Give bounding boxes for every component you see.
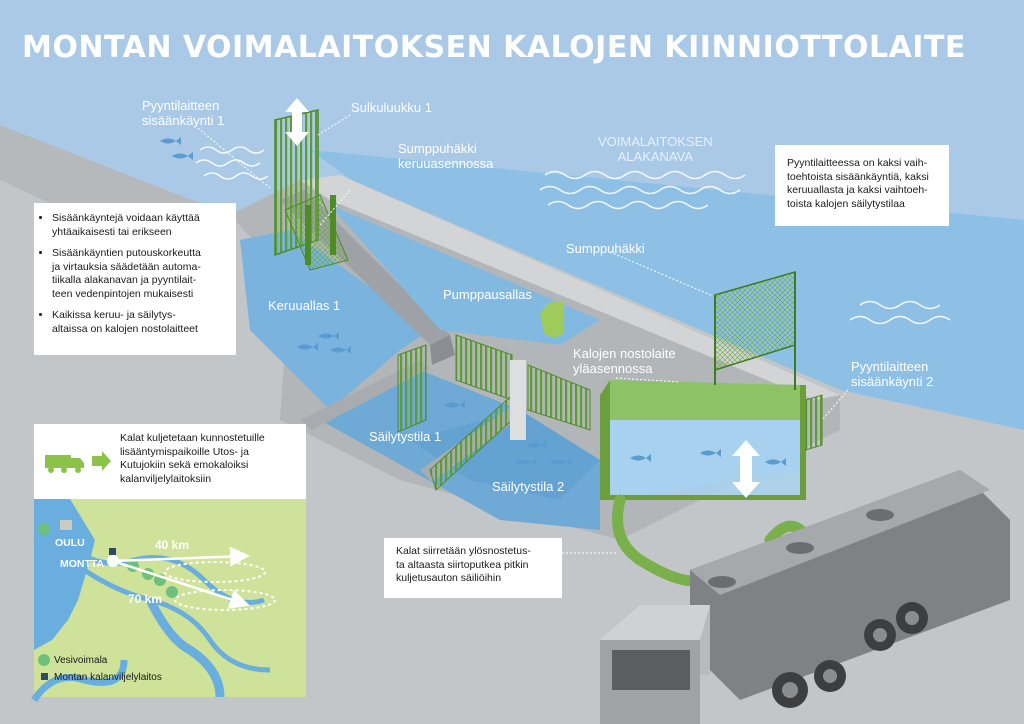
info-right-text: Pyyntilaitteessa on kaksi vaih- toehtois… (787, 157, 929, 210)
waves-left (195, 146, 269, 180)
map-montta: MONTTA (60, 558, 105, 570)
pump-pipe (540, 301, 564, 337)
map-distance-40: 40 km (155, 538, 190, 552)
legend-hydro-label: Vesivoimala (54, 655, 108, 666)
label-pump-pool: Pumppausallas (443, 287, 532, 302)
entrance2-gate (805, 394, 823, 451)
label-sump: Sumppuhäkki (566, 241, 645, 256)
info-left-item: Sisäänkäyntien putouskorkeutta ja virtau… (52, 247, 234, 301)
transfer-hose (612, 494, 706, 587)
transport-text: Kalat kuljetetaan kunnostetuille lisäänt… (120, 432, 265, 485)
legend-farm: Montan kalanviljelylaitos (40, 672, 162, 683)
map-oulu: OULU (55, 537, 85, 549)
pool1-water (240, 230, 430, 410)
map-distance-70: 70 km (128, 592, 163, 606)
transfer-text: Kalat siirretään ylösnostetus- ta altaas… (396, 545, 531, 584)
info-left-item: Kaikissa keruu- ja säilytys- altaissa on… (52, 309, 234, 336)
route-map (31, 499, 306, 703)
truck-icon (45, 451, 111, 473)
storage-gate-4 (527, 364, 591, 431)
label-canal: VOIMALAITOKSEN ALAKANAVA (598, 134, 713, 164)
label-lift-up: Kalojen nostolaite yläasennossa (573, 346, 676, 376)
transfer-box (384, 538, 562, 598)
legend-hydro: Vesivoimala (40, 655, 107, 666)
page-title: MONTAN VOIMALAITOKSEN KALOJEN KIINNIOTTO… (22, 30, 966, 65)
label-sump-collect: Sumppuhäkki keruuasennossa (398, 141, 494, 171)
info-right-box (775, 145, 949, 226)
storage-gate-1 (397, 344, 427, 433)
label-storage1: Säilytystila 1 (369, 429, 442, 444)
info-left-box (34, 203, 236, 355)
label-storage2: Säilytystila 2 (492, 479, 565, 494)
waves-right (539, 170, 951, 325)
legend-farm-label: Montan kalanviljelylaitos (54, 672, 162, 683)
info-left-item: Sisäänkäyntejä voidaan käyttää yhtäaikai… (52, 212, 234, 239)
fish-group (160, 137, 786, 466)
transport-truck (600, 470, 1010, 724)
farm-square-icon (41, 673, 48, 680)
updown-arrows (285, 98, 760, 498)
info-left-list: Sisäänkäyntejä voidaan käyttää yhtäaikai… (40, 212, 234, 336)
leader-lines (197, 114, 849, 554)
label-pool1: Keruuallas 1 (268, 298, 341, 313)
label-lock1: Sulkuluukku 1 (351, 100, 432, 115)
label-entrance2: Pyyntilaitteen sisäänkäynti 2 (851, 359, 934, 389)
hydro-dot-icon (40, 655, 49, 664)
label-entrance1: Pyyntilaitteen sisäänkäynti 1 (142, 98, 225, 128)
